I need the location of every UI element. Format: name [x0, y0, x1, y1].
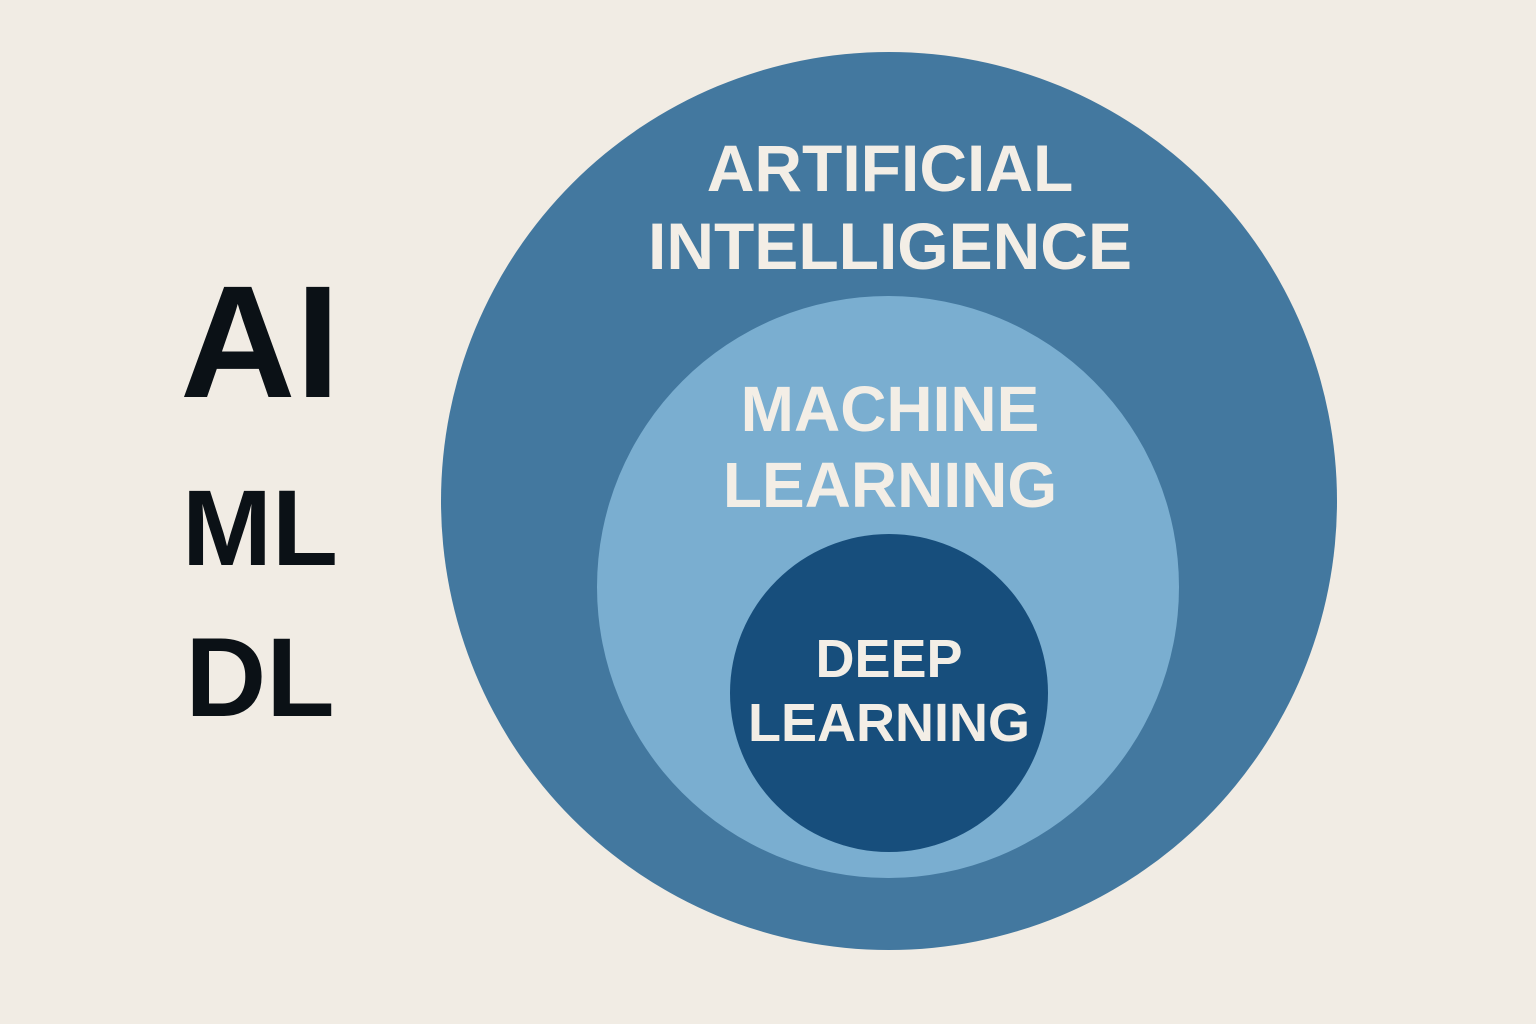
abbreviation-ml: ML [182, 467, 338, 588]
artificial-intelligence-label-line2: INTELLIGENCE [647, 208, 1132, 283]
deep-learning-label-line1: DEEP [815, 629, 963, 689]
abbreviation-ai: AI [180, 252, 340, 431]
deep-learning-circle [730, 534, 1048, 852]
machine-learning-label-line2: LEARNING [722, 448, 1058, 521]
artificial-intelligence-label: ARTIFICIAL INTELLIGENCE [560, 130, 1220, 286]
abbreviation-column: AI ML DL [0, 0, 440, 1024]
abbreviation-dl: DL [185, 615, 335, 740]
deep-learning-label-line2: LEARNING [748, 692, 1030, 753]
machine-learning-label-line1: MACHINE [740, 373, 1040, 445]
machine-learning-label: MACHINE LEARNING [640, 372, 1140, 523]
artificial-intelligence-label-line1: ARTIFICIAL [706, 131, 1074, 205]
deep-learning-label: DEEP LEARNING [730, 628, 1048, 755]
